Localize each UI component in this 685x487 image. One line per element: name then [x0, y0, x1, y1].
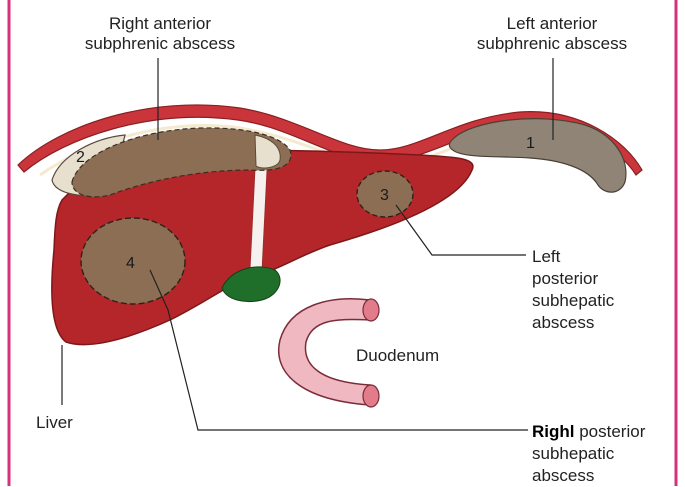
- left-posterior-line3: subhepatic: [532, 290, 614, 312]
- right-anterior-line1: Right anterior: [60, 14, 260, 34]
- left-anterior-line1: Left anterior: [452, 14, 652, 34]
- abscess-number-2: 2: [76, 149, 85, 166]
- right-anterior-label: Right anterior subphrenic abscess: [60, 14, 260, 54]
- right-anterior-line2: subphrenic abscess: [60, 34, 260, 54]
- liver-label: Liver: [36, 413, 73, 433]
- left-posterior-line4: abscess: [532, 312, 614, 334]
- right-posterior-word1: Righl: [532, 422, 575, 441]
- right-posterior-line2: subhepatic: [532, 443, 645, 465]
- abscess-number-1: 1: [526, 135, 535, 152]
- duodenum-label: Duodenum: [356, 346, 439, 366]
- abscess-number-4: 4: [126, 255, 135, 272]
- left-anterior-label: Left anterior subphrenic abscess: [452, 14, 652, 54]
- duodenum-upper-end: [363, 299, 379, 321]
- right-posterior-word2: posterior: [575, 422, 646, 441]
- left-posterior-line2: posterior: [532, 268, 614, 290]
- right-posterior-line3: abscess: [532, 465, 645, 487]
- right-posterior-line1: Righl posterior: [532, 421, 645, 443]
- duodenum-lower-end: [363, 385, 379, 407]
- abscess-number-3: 3: [380, 187, 389, 204]
- left-posterior-label: Left posterior subhepatic abscess: [532, 246, 614, 334]
- right-posterior-label: Righl posterior subhepatic abscess: [532, 421, 645, 487]
- left-posterior-line1: Left: [532, 246, 614, 268]
- left-anterior-line2: subphrenic abscess: [452, 34, 652, 54]
